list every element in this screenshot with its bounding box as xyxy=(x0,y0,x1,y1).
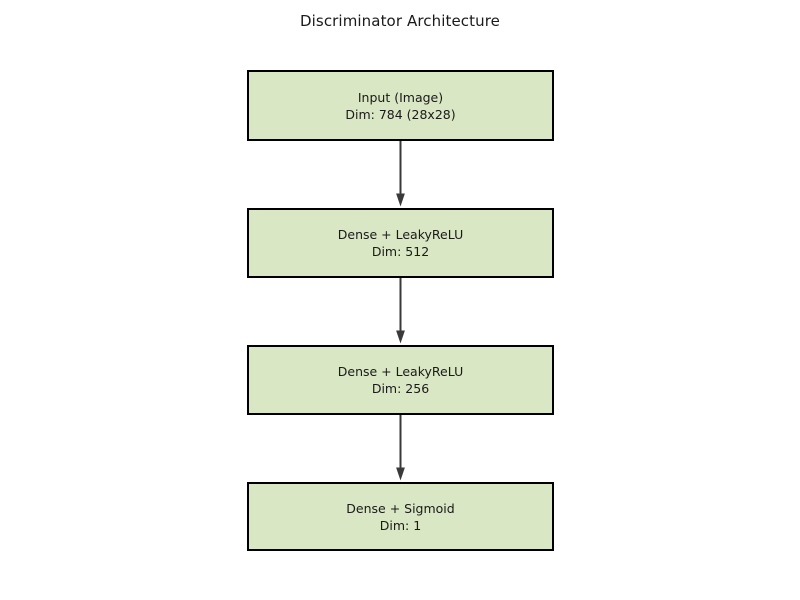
arrow-input-to-dense1 xyxy=(396,141,405,207)
arrow-dense2-to-output xyxy=(396,415,405,481)
layer-node-label: Input (Image) xyxy=(357,89,444,105)
layer-node-dense1: Dense + LeakyReLU Dim: 512 xyxy=(247,208,554,278)
layer-node-dim: Dim: 512 xyxy=(371,244,430,259)
layer-node-label: Dense + Sigmoid xyxy=(346,500,455,516)
page-title: Discriminator Architecture xyxy=(299,12,501,30)
layer-node-label: Dense + LeakyReLU xyxy=(337,227,464,242)
layer-node-dim: Dim: 1 xyxy=(379,517,422,533)
layer-node-dim: Dim: 256 xyxy=(371,381,430,396)
layer-node-dense2: Dense + LeakyReLU Dim: 256 xyxy=(247,345,554,415)
layer-node-output: Dense + Sigmoid Dim: 1 xyxy=(247,482,554,551)
layer-node-input: Input (Image) Dim: 784 (28x28) xyxy=(247,70,554,141)
arrow-dense1-to-dense2 xyxy=(396,278,405,344)
layer-node-dim: Dim: 784 (28x28) xyxy=(345,106,456,122)
layer-node-label: Dense + LeakyReLU xyxy=(337,364,464,379)
